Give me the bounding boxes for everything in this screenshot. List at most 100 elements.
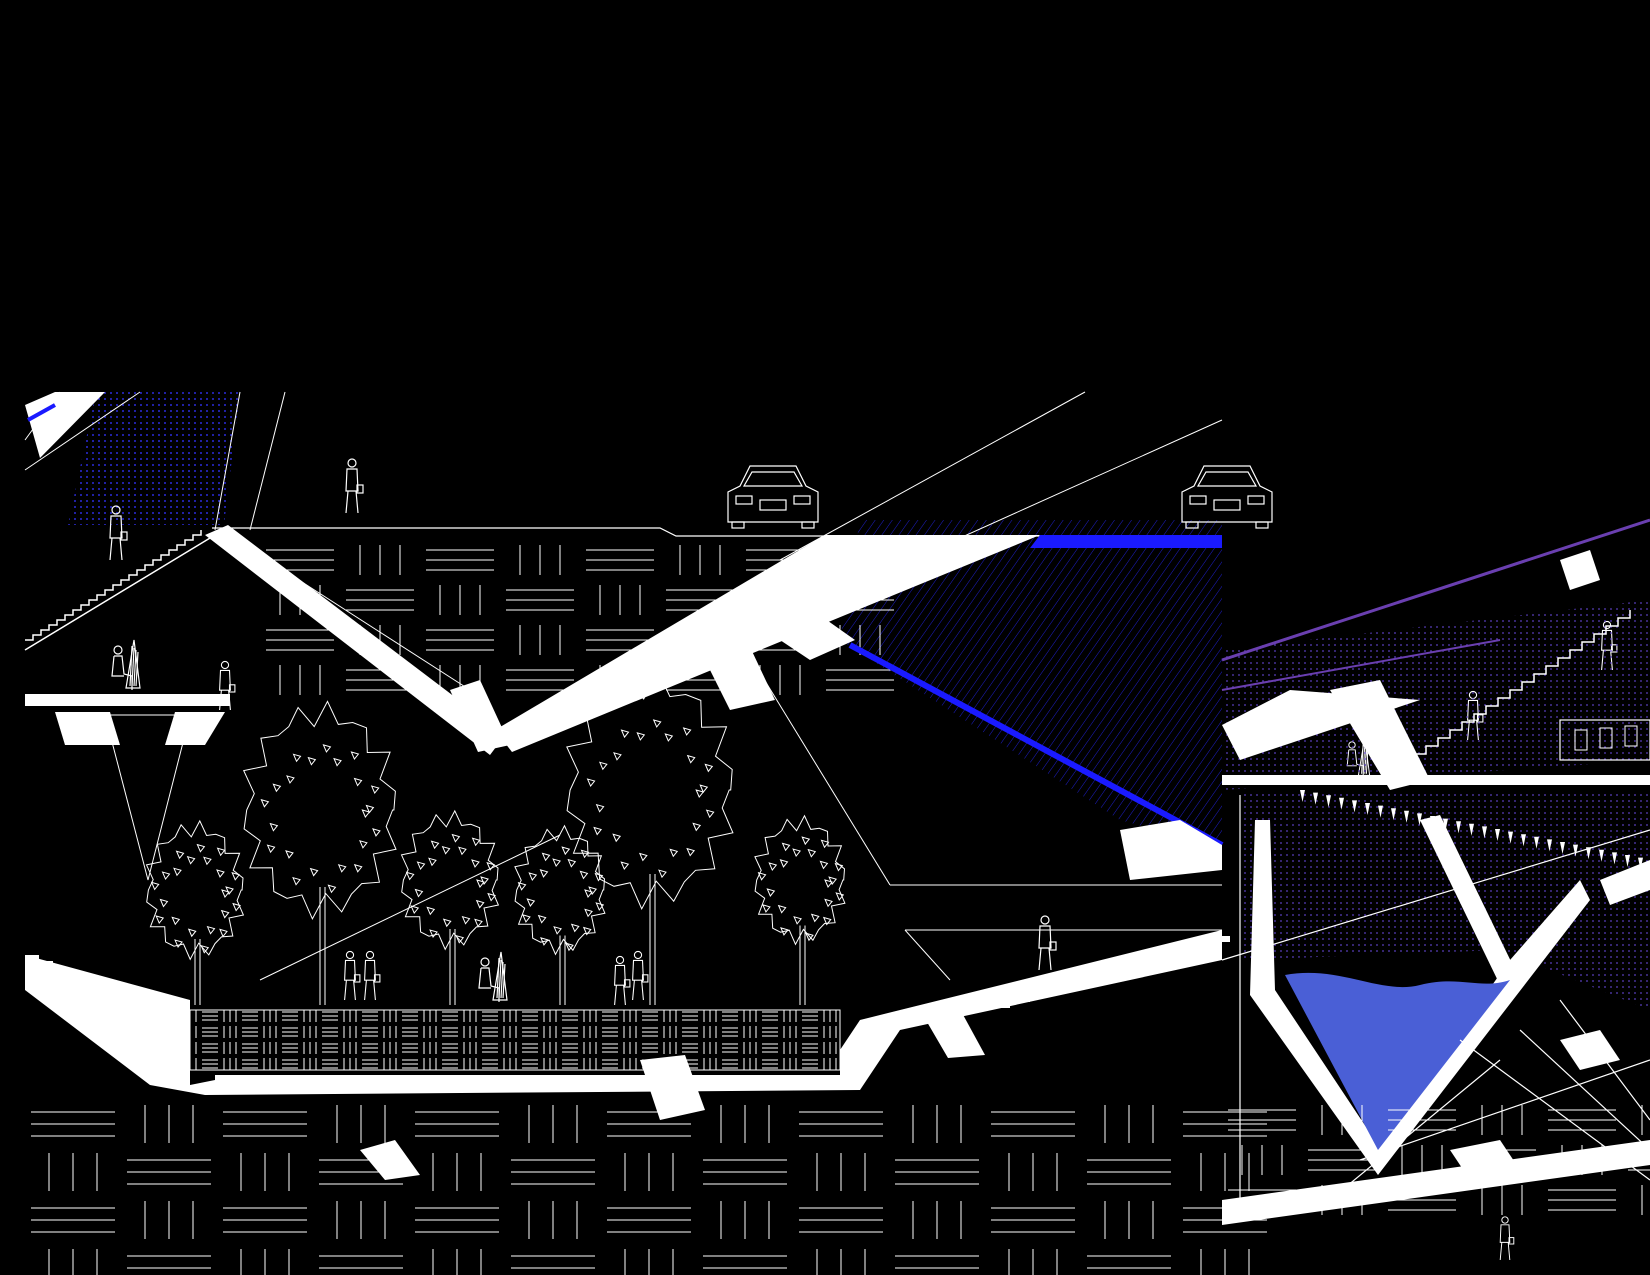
leaf-fragment — [686, 754, 696, 764]
leaf-fragment — [206, 925, 216, 935]
walking-person — [344, 950, 361, 1001]
balcony-support-1 — [55, 712, 120, 745]
leaf-fragment — [200, 944, 210, 954]
leaf-fragment — [292, 753, 302, 763]
spike — [1521, 834, 1526, 847]
car-headlight — [735, 495, 753, 505]
leaf-fragment — [361, 809, 371, 818]
dotted-sky-area — [68, 392, 240, 525]
spike — [1625, 855, 1630, 867]
leaf-fragment — [455, 934, 465, 944]
white-shard-right — [1120, 820, 1222, 880]
leaf-fragment — [517, 881, 527, 891]
leaf-fragment — [232, 902, 241, 912]
stair-step — [109, 991, 123, 997]
leaf-fragment — [461, 915, 471, 925]
leaf-fragment — [780, 927, 789, 936]
person-torso — [344, 959, 356, 981]
tree-canopy — [145, 819, 245, 961]
leaf-fragment — [286, 775, 295, 784]
leaf-fragment — [372, 828, 381, 837]
right-white-chip-1 — [1560, 550, 1600, 590]
spike — [1547, 839, 1552, 852]
car-wheel — [1185, 521, 1199, 529]
spike — [1365, 803, 1370, 815]
person-legs — [632, 980, 644, 1001]
car-headlight — [1189, 495, 1207, 505]
leaf-fragment — [161, 871, 171, 881]
leaf-fragment — [636, 732, 646, 741]
building-window-3 — [1624, 725, 1638, 747]
person-torso — [614, 964, 626, 986]
leaf-fragment — [620, 729, 630, 739]
leaf-fragment — [594, 872, 604, 882]
car-windshield — [1196, 471, 1258, 487]
white-band-2 — [495, 535, 1040, 752]
leaf-fragment — [333, 757, 342, 767]
person-briefcase — [228, 684, 236, 693]
leaf-fragment — [584, 889, 593, 898]
walking-person — [614, 955, 631, 1006]
balcony-slab — [25, 694, 230, 706]
leaf-fragment — [540, 937, 549, 946]
dotted-violet-sky — [1222, 600, 1650, 790]
white-band-4 — [690, 615, 775, 710]
balustrade-spikes — [1300, 790, 1643, 870]
spike — [1534, 836, 1539, 849]
left-section — [24, 391, 1618, 1275]
harp-string — [498, 959, 502, 999]
leaf-fragment — [695, 789, 705, 798]
leaf-fragment — [150, 881, 160, 891]
leaf-fragment — [219, 928, 228, 938]
person-torso — [345, 468, 359, 492]
upper-left-stair — [24, 530, 216, 651]
leaf-fragment — [686, 847, 696, 857]
harpist — [478, 951, 508, 1002]
blue-diagonal-line — [848, 642, 1224, 848]
spike — [1300, 790, 1305, 802]
car-body — [1181, 465, 1273, 523]
stair-step — [81, 979, 95, 985]
white-band-3 — [720, 580, 855, 660]
person-torso — [1038, 925, 1052, 949]
person-torso — [219, 669, 231, 691]
leaf-fragment — [613, 752, 622, 761]
harp-string — [129, 645, 133, 687]
leaf-fragment — [793, 916, 802, 925]
leaf-fragment — [598, 761, 608, 771]
stair-step — [1050, 984, 1070, 990]
harp-string — [500, 961, 504, 999]
spike — [1430, 816, 1435, 828]
leaf-fragment — [539, 869, 549, 878]
person-legs — [345, 490, 359, 514]
spike — [1391, 808, 1396, 821]
leaf-fragment — [757, 871, 767, 881]
leaf-fragment — [801, 836, 811, 846]
spike — [1313, 792, 1318, 805]
leaf-fragment — [187, 928, 197, 938]
leaf-fragment — [471, 837, 481, 847]
walking-person — [1038, 915, 1057, 971]
leaf-fragment — [365, 804, 375, 814]
leaf-fragment — [410, 905, 420, 914]
tree-canopy — [514, 824, 606, 956]
stair-step — [1190, 942, 1210, 948]
leaf-fragment — [260, 798, 270, 808]
leaf-fragment — [471, 859, 480, 868]
stair-step — [1010, 996, 1030, 1002]
leaf-fragment — [705, 809, 715, 819]
leaf-fragment — [810, 913, 820, 923]
spike — [1612, 852, 1617, 865]
spike — [1352, 800, 1357, 813]
person-head — [365, 950, 375, 960]
person-head — [1040, 915, 1050, 925]
person-torso — [1499, 1224, 1511, 1243]
leaf-fragment — [221, 889, 230, 898]
lower-frame-band — [1222, 1140, 1650, 1225]
stair-step — [95, 985, 109, 991]
leaf-fragment — [416, 861, 426, 871]
leaf-fragment — [451, 833, 461, 843]
leaf-fragment — [792, 848, 801, 858]
